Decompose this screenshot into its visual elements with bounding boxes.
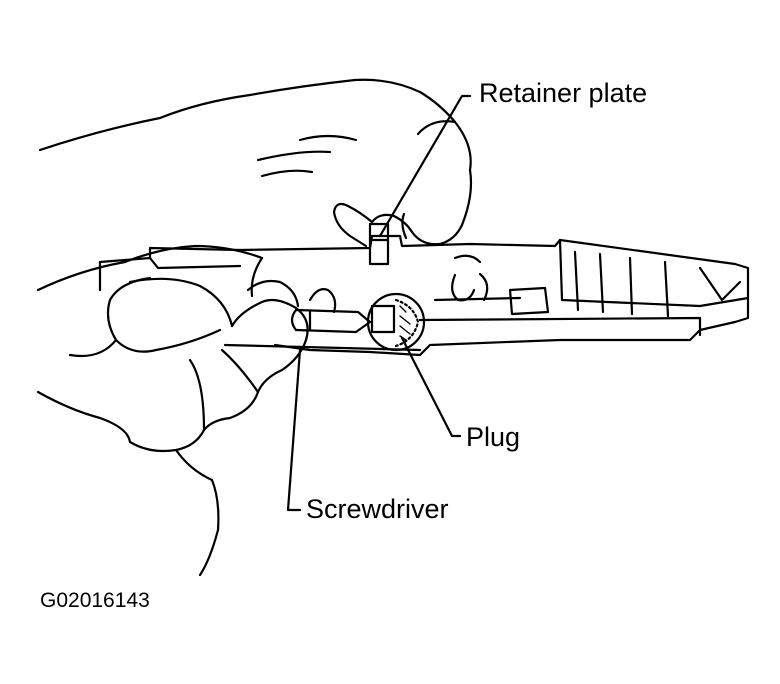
lower-hand xyxy=(38,246,308,575)
screwdriver xyxy=(292,310,370,332)
plug xyxy=(368,294,424,350)
screwdriver-leader xyxy=(288,350,300,510)
leader-lines xyxy=(288,96,470,510)
plug-label: Plug xyxy=(466,422,521,452)
screwdriver-label: Screwdriver xyxy=(306,494,449,524)
retainer-plate-leader xyxy=(380,96,470,236)
valve-body xyxy=(100,236,748,355)
upper-hand xyxy=(40,80,471,246)
retainer-plate xyxy=(370,224,388,264)
figure-id: G02016143 xyxy=(40,589,150,612)
retainer-plate-label: Retainer plate xyxy=(479,78,648,108)
plug-leader xyxy=(402,338,460,436)
